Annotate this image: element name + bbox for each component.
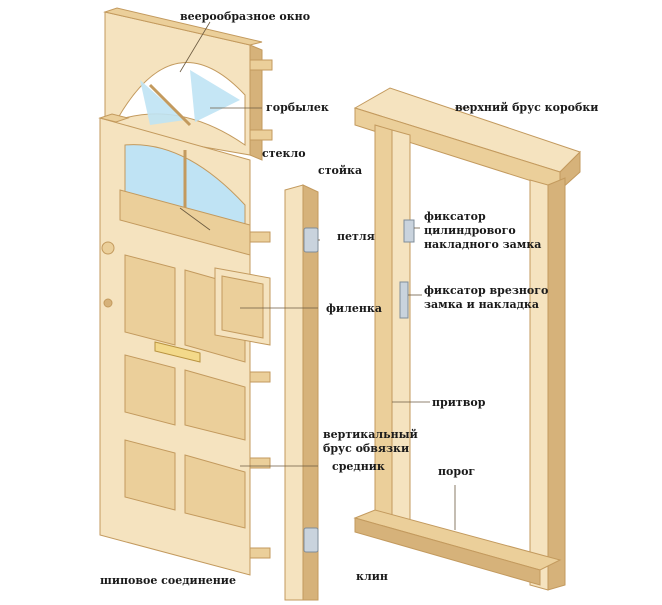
loose-panel <box>214 267 271 346</box>
label-glass: стекло <box>262 147 306 160</box>
label-hinge: петля <box>337 230 375 243</box>
label-wedges: клин <box>356 570 388 583</box>
label-threshold: порог <box>438 465 476 478</box>
label-latch-keeper-3: накладного замка <box>424 238 542 251</box>
door-stile <box>284 184 319 601</box>
door-leaf <box>98 113 271 576</box>
door-frame <box>353 87 581 591</box>
label-latch-keeper-2: цилиндрового <box>424 224 516 237</box>
upper-glazing <box>140 70 240 127</box>
label-panel: филенка <box>326 302 382 315</box>
leader-lines <box>179 21 470 530</box>
label-fan-window: веерообразное окно <box>180 10 311 23</box>
fan-window-frame <box>103 7 273 161</box>
label-mortise-keeper-2: замка и накладка <box>424 298 540 311</box>
label-door-stop: притвор <box>432 396 486 409</box>
label-mortise-keeper-1: фиксатор врезного <box>424 284 549 297</box>
label-tenon-joint: шиповое соединение <box>100 574 236 587</box>
label-horbylek: горбылек <box>266 101 329 114</box>
label-top-frame: верхний брус коробки <box>455 101 599 114</box>
label-middle-rail: средник <box>332 460 385 473</box>
label-latch-keeper-1: фиксатор <box>424 210 486 223</box>
label-vertical-frame-1: вертикальный <box>323 428 418 441</box>
label-vertical-frame-2: брус обвязки <box>323 442 410 455</box>
label-stile: стойка <box>318 164 363 177</box>
